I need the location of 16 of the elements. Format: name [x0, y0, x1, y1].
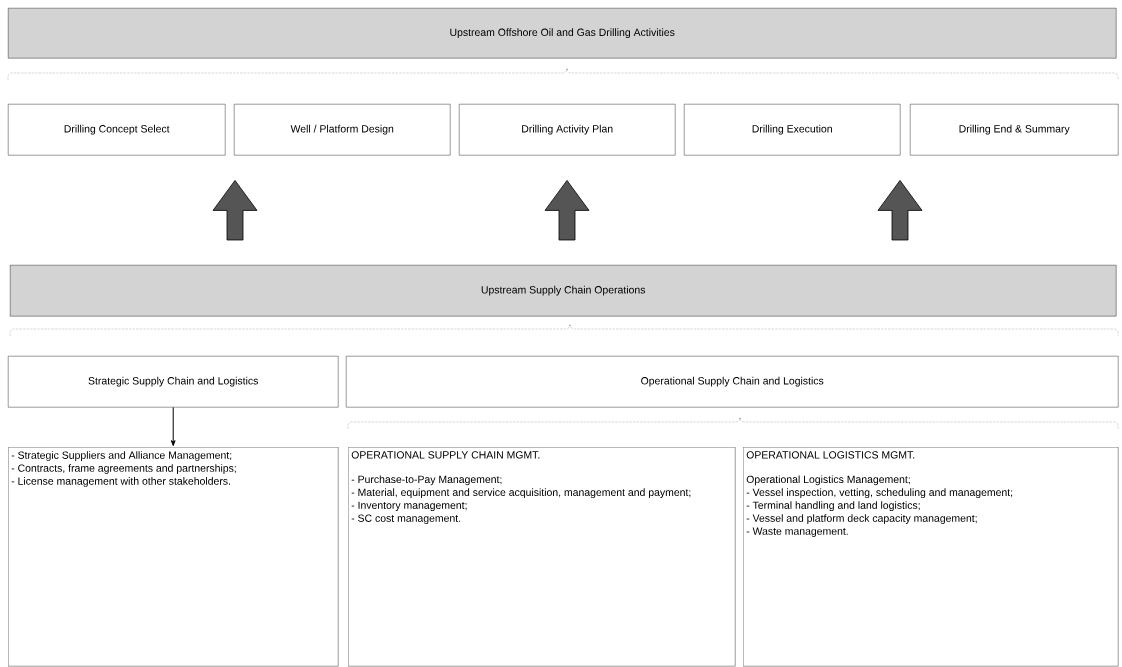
banner-box: Upstream Supply Chain Operations: [10, 265, 1117, 317]
banner-box: Upstream Offshore Oil and Gas Drilling Activities: [8, 8, 1117, 59]
process-box: Operational Supply Chain and Logistics: [346, 356, 1119, 408]
arrow: [170, 406, 176, 447]
text-box: - Strategic Suppliers and Alliance Management; - Contracts, frame agreements and partnerships; - License management with other stakeholders.: [8, 447, 339, 667]
process-box: Drilling Execution: [684, 104, 901, 156]
block-arrow: [544, 180, 590, 241]
process-box: Strategic Supply Chain and Logistics: [8, 356, 339, 408]
block-arrow: [877, 180, 923, 241]
text-box: OPERATIONAL LOGISTICS MGMT. Operational Logistics Management; - Vessel inspection, vetting, scheduling and management; - Terminal handling and land logistics; - Vessel and platform deck capacity management; - Waste management.: [743, 447, 1119, 667]
process-box: Well / Platform Design: [234, 104, 451, 156]
block-arrow: [212, 180, 258, 241]
text-box: OPERATIONAL SUPPLY CHAIN MGMT. - Purchase-to-Pay Management; - Material, equipment and service acquisition, management and payment; - Inventory management; - SC cost management.: [348, 447, 736, 667]
process-box: Drilling End & Summary: [910, 104, 1119, 156]
process-box: Drilling Concept Select: [8, 104, 226, 156]
process-box: Drilling Activity Plan: [459, 104, 676, 156]
